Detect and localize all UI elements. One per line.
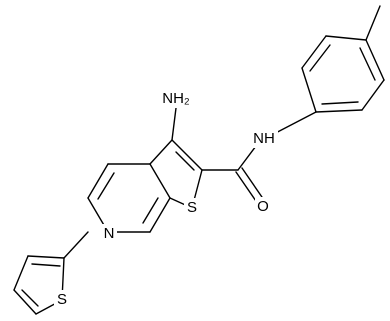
bond [149, 197, 171, 233]
bond [21, 289, 39, 307]
bond [149, 163, 171, 199]
bond [301, 35, 327, 69]
bond [13, 289, 37, 315]
pyridine-nitrogen: N [101, 224, 117, 242]
bond [87, 163, 109, 199]
bond [361, 79, 385, 111]
bond [31, 263, 61, 267]
bond [235, 171, 259, 205]
carbonyl-oxygen: O [255, 197, 271, 215]
bond [97, 172, 115, 200]
bond [149, 139, 173, 165]
bond [309, 44, 331, 72]
atom-label-layer: NH₂ NH O S N S [54, 88, 278, 308]
amino-group: NH₂ [162, 88, 190, 108]
nh2-label: NH₂ [162, 90, 190, 107]
bond [241, 167, 265, 201]
bond [321, 101, 359, 105]
thiophene-sulfur: S [54, 290, 70, 308]
bond [359, 47, 376, 81]
bond [365, 39, 385, 81]
bond [325, 35, 367, 41]
bond [315, 109, 363, 113]
bond [171, 107, 177, 141]
bond [63, 231, 89, 259]
thieno-s-label: S [187, 199, 197, 216]
pyridine-n-label: N [104, 225, 115, 242]
thiophene-s-label: S [57, 291, 67, 308]
bond [13, 255, 29, 291]
bond [365, 5, 381, 41]
bond [142, 197, 159, 224]
bond [171, 139, 203, 171]
bond [301, 67, 317, 113]
bond-layer [13, 5, 385, 315]
carbonyl-o-label: O [257, 198, 269, 215]
amide-nh-label: NH [253, 130, 275, 147]
thieno-sulfur: S [184, 198, 200, 216]
bond [27, 255, 65, 259]
bond [175, 151, 195, 171]
amide-nitrogen: NH [252, 128, 278, 148]
